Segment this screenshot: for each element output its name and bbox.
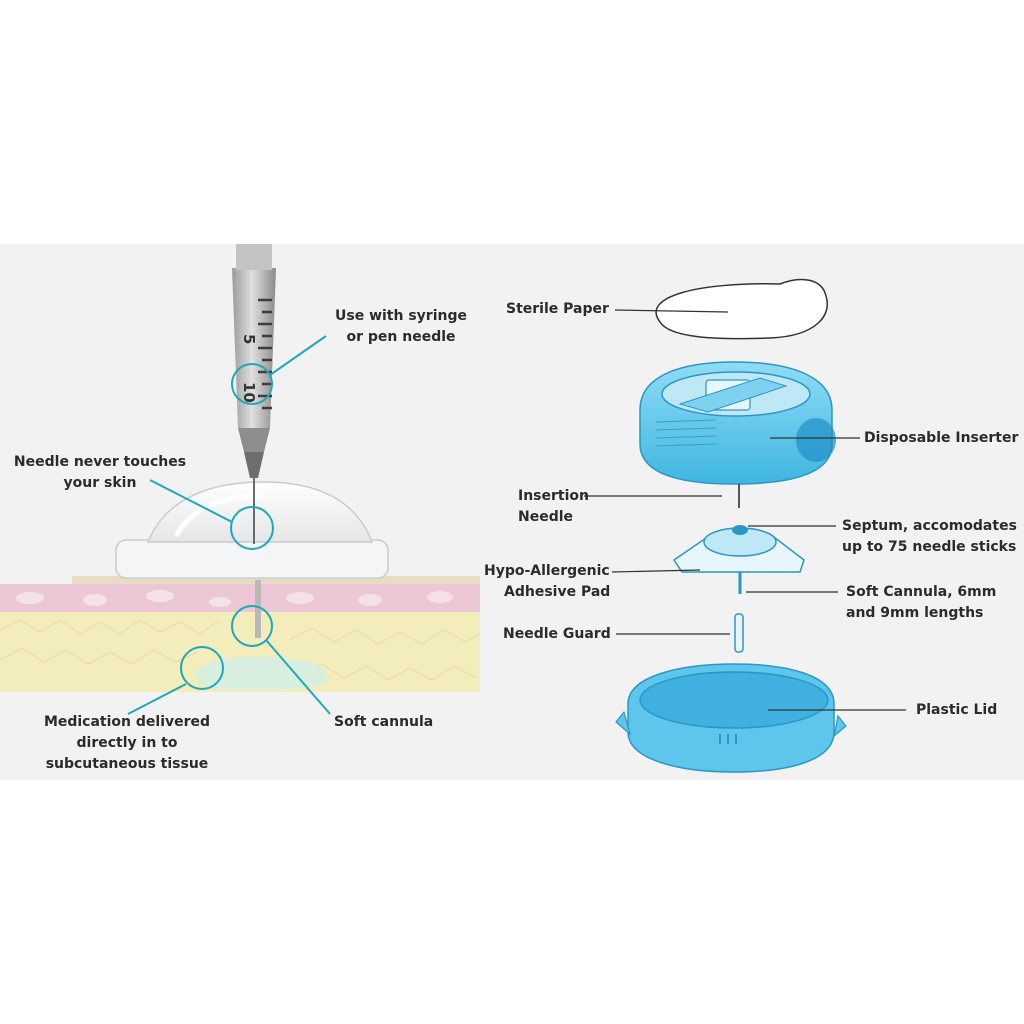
label-needle-line-1: Needle never touches [6, 452, 194, 473]
diagram-panel [0, 244, 1024, 780]
label-needle-line-2: your skin [6, 473, 194, 494]
needle-guard [735, 614, 743, 652]
label-disposable-inserter: Disposable Inserter [864, 428, 1018, 449]
label-needle-guard: Needle Guard [503, 624, 611, 645]
label-syringe: Use with syringe or pen needle [330, 306, 472, 348]
plastic-lid [616, 664, 846, 772]
label-insertion-needle-line-1: Insertion [518, 486, 589, 507]
label-syringe-line-1: Use with syringe [330, 306, 472, 327]
cannula-under-skin [255, 580, 261, 638]
label-soft-cannula-line-2: and 9mm lengths [846, 603, 996, 624]
label-medication-line-1: Medication delivered [34, 712, 220, 733]
skin-layer [0, 584, 480, 612]
label-septum: Septum, accomodates up to 75 needle stic… [842, 516, 1017, 558]
label-medication: Medication delivered directly in to subc… [34, 712, 220, 775]
label-adhesive-pad-line-1: Hypo-Allergenic [484, 561, 610, 582]
label-plastic-lid: Plastic Lid [916, 700, 997, 721]
label-needle: Needle never touches your skin [6, 452, 194, 494]
skin-cross-section [0, 576, 480, 692]
label-medication-line-2: directly in to [34, 733, 220, 754]
label-septum-line-1: Septum, accomodates [842, 516, 1017, 537]
syringe-mark-5: 5 [240, 334, 258, 344]
label-soft-cannula-line-1: Soft Cannula, 6mm [846, 582, 996, 603]
label-adhesive-pad-line-2: Adhesive Pad [484, 582, 610, 603]
label-adhesive-pad: Hypo-Allergenic Adhesive Pad [484, 561, 610, 603]
label-soft-cannula-right: Soft Cannula, 6mm and 9mm lengths [846, 582, 996, 624]
label-septum-line-2: up to 75 needle sticks [842, 537, 1017, 558]
label-sterile-paper: Sterile Paper [506, 299, 609, 320]
label-insertion-needle-line-2: Needle [518, 507, 589, 528]
label-soft-cannula-left: Soft cannula [334, 712, 433, 733]
label-insertion-needle: Insertion Needle [518, 486, 589, 528]
label-medication-line-3: subcutaneous tissue [34, 754, 220, 775]
label-syringe-line-2: or pen needle [330, 327, 472, 348]
syringe-mark-10: 10 [240, 382, 258, 403]
